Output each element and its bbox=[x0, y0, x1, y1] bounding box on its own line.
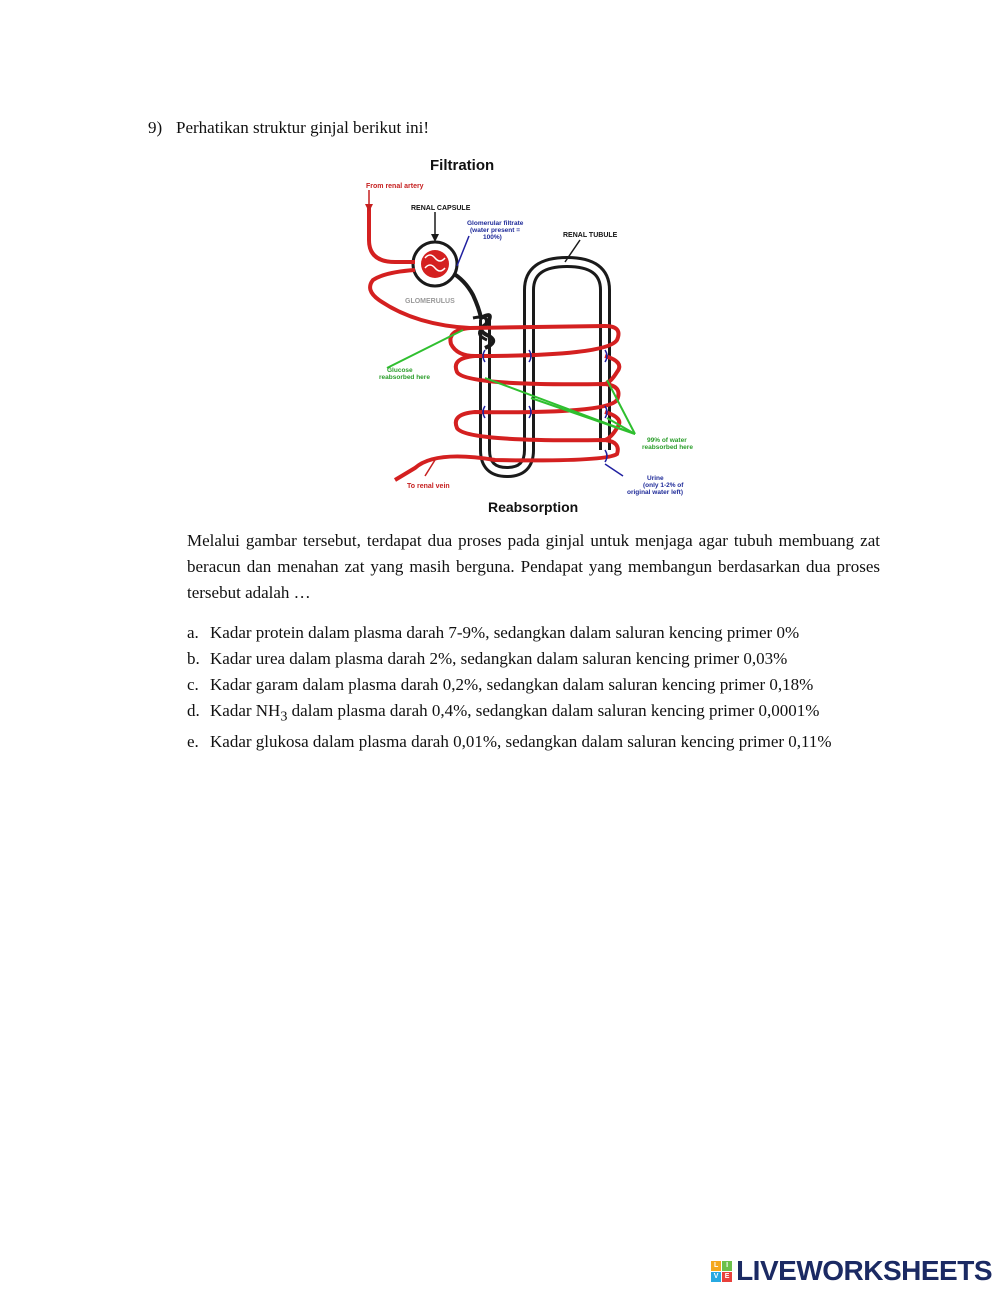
renal-capsule bbox=[411, 240, 459, 288]
option-text: Kadar garam dalam plasma darah 0,2%, sed… bbox=[210, 675, 814, 694]
renal-tubule bbox=[449, 255, 611, 479]
label-from-renal-artery: From renal artery bbox=[366, 183, 424, 190]
nephron-illustration: Filtration Reabsorption bbox=[365, 157, 693, 515]
liveworksheets-logo-icon: L I V E bbox=[711, 1260, 733, 1282]
label-to-renal-vein: To renal vein bbox=[407, 483, 450, 490]
option-letter: d. bbox=[187, 701, 200, 720]
option-text: Kadar protein dalam plasma darah 7-9%, s… bbox=[210, 623, 800, 642]
answer-options: a. Kadar protein dalam plasma darah 7-9%… bbox=[187, 620, 880, 755]
option-text: Kadar NH3 dalam plasma darah 0,4%, sedan… bbox=[210, 698, 880, 729]
label-urine-3: original water left) bbox=[627, 489, 683, 496]
diagram-labels: From renal artery RENAL CAPSULE Glomerul… bbox=[366, 183, 693, 496]
logo-tile: L bbox=[711, 1260, 722, 1271]
option-letter: e. bbox=[187, 732, 199, 752]
option-text: Kadar glukosa dalam plasma darah 0,01%, … bbox=[210, 732, 832, 752]
logo-tile: V bbox=[711, 1271, 722, 1282]
option-e[interactable]: e. Kadar glukosa dalam plasma darah 0,01… bbox=[187, 729, 880, 755]
label-urine: Urine bbox=[647, 475, 664, 482]
option-a[interactable]: a. Kadar protein dalam plasma darah 7-9%… bbox=[187, 620, 880, 646]
label-glomerular-filtrate-3: 100%) bbox=[483, 234, 502, 241]
option-subscript: 3 bbox=[280, 708, 288, 725]
label-renal-tubule: RENAL TUBULE bbox=[563, 232, 618, 239]
logo-tile: E bbox=[722, 1271, 733, 1282]
option-text-after: dalam plasma darah 0,4%, sedangkan dalam… bbox=[287, 701, 820, 720]
option-b[interactable]: b. Kadar urea dalam plasma darah 2%, sed… bbox=[187, 646, 880, 672]
question-header: 9) Perhatikan struktur ginjal berikut in… bbox=[148, 118, 429, 138]
option-c[interactable]: c. Kadar garam dalam plasma darah 0,2%, … bbox=[187, 672, 880, 698]
transfer-marks bbox=[482, 349, 608, 463]
label-urine-2: (only 1-2% of bbox=[643, 482, 684, 489]
brand-name: LIVEWORKSHEETS bbox=[736, 1255, 992, 1286]
option-text: Kadar urea dalam plasma darah 2%, sedang… bbox=[210, 649, 788, 668]
question-prompt: Perhatikan struktur ginjal berikut ini! bbox=[176, 118, 430, 137]
option-text-before: Kadar NH bbox=[210, 701, 281, 720]
question-paragraph: Melalui gambar tersebut, terdapat dua pr… bbox=[187, 531, 880, 602]
logo-tile: I bbox=[722, 1260, 733, 1271]
label-water-2: reabsorbed here bbox=[642, 444, 693, 451]
option-d[interactable]: d. Kadar NH3 dalam plasma darah 0,4%, se… bbox=[187, 698, 880, 729]
liveworksheets-brand: L I V E LIVEWORKSHEETS bbox=[711, 1255, 992, 1287]
option-letter: c. bbox=[187, 675, 199, 694]
label-glomerular-filtrate: Glomerular filtrate bbox=[467, 220, 524, 227]
figure-bottom-title: Reabsorption bbox=[488, 499, 578, 515]
label-glomerular-filtrate-2: (water present = bbox=[470, 227, 520, 234]
label-glucose-2: reabsorbed here bbox=[379, 374, 430, 381]
option-letter: a. bbox=[187, 623, 199, 642]
question-number: 9) bbox=[148, 118, 163, 137]
option-letter: b. bbox=[187, 649, 200, 668]
label-glomerulus: GLOMERULUS bbox=[405, 298, 455, 305]
annotation-arrows bbox=[365, 190, 636, 477]
figure-title: Filtration bbox=[430, 157, 494, 174]
label-water: 99% of water bbox=[647, 437, 687, 444]
label-renal-capsule: RENAL CAPSULE bbox=[411, 205, 471, 212]
kidney-diagram: Filtration Reabsorption bbox=[355, 150, 715, 520]
label-glucose: Glucose bbox=[387, 367, 413, 374]
